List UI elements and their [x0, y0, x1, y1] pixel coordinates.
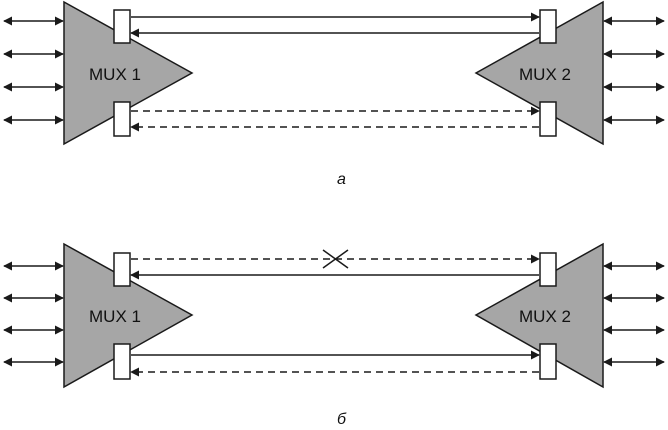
mux1-working-port — [113, 9, 131, 44]
mux2-label: MUX 2 — [519, 65, 571, 84]
mux1-working-port — [113, 252, 131, 287]
mux2-tributary-arrows — [603, 16, 665, 125]
mux2-protection-port — [539, 101, 557, 137]
mux2-tributary-arrows — [603, 261, 665, 367]
mux2-label: MUX 2 — [519, 307, 571, 326]
panel-a: MUX 1 MUX 2 а — [3, 0, 665, 188]
protection-link — [130, 350, 540, 377]
protection-link — [130, 106, 540, 132]
mux1-protection-port — [113, 343, 131, 380]
panel-caption: б — [337, 411, 347, 428]
mux1-protection-port — [113, 101, 131, 137]
mux2-working-port — [539, 252, 557, 287]
mux1-tributary-arrows — [3, 261, 64, 367]
mux1-tributary-arrows — [3, 16, 64, 125]
mux2-working-port — [539, 9, 557, 44]
mux1-label: MUX 1 — [89, 307, 141, 326]
break-cross-icon — [322, 249, 349, 269]
mux1-label: MUX 1 — [89, 65, 141, 84]
working-link — [130, 12, 540, 38]
mux2-protection-port — [539, 343, 557, 380]
working-link — [130, 249, 540, 280]
panel-caption: а — [337, 171, 346, 188]
panel-b: MUX 1 MUX 2 б — [3, 242, 665, 428]
